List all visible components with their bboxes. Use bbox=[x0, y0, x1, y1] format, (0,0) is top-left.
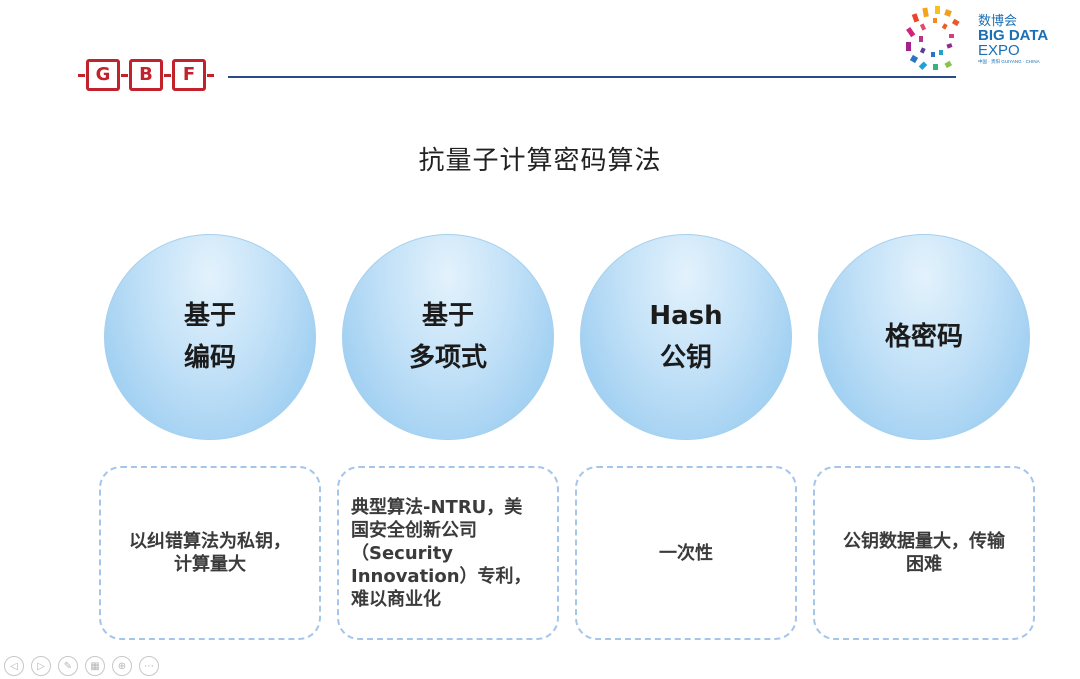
card-text: 公钥数据量大，传输 困难 bbox=[843, 531, 1005, 575]
slide-title: 抗量子计算密码算法 bbox=[418, 146, 662, 176]
pen-icon[interactable]: ✎ bbox=[58, 656, 78, 676]
circle-label: 格密码 bbox=[884, 322, 963, 352]
category-circle-lattice: 格密码 bbox=[818, 234, 1030, 440]
slides-icon[interactable]: ▦ bbox=[85, 656, 105, 676]
logo-dash bbox=[121, 73, 128, 77]
presentation-controls: ◁ ▷ ✎ ▦ ⊕ ⋯ bbox=[4, 656, 159, 676]
category-circle-hash: Hash 公钥 bbox=[580, 234, 792, 440]
logo-letter-g: G bbox=[86, 59, 120, 91]
logo-letter-b: B bbox=[129, 59, 163, 91]
expo-en-line2: EXPO bbox=[978, 42, 1020, 59]
prev-icon[interactable]: ◁ bbox=[4, 656, 24, 676]
description-card-polynomial: 典型算法-NTRU，美 国安全创新公司 （Security Innovation… bbox=[337, 466, 559, 640]
category-circle-coding: 基于 编码 bbox=[104, 234, 316, 440]
circle-label: 基于 编码 bbox=[183, 301, 236, 373]
more-icon[interactable]: ⋯ bbox=[139, 656, 159, 676]
card-text: 以纠错算法为私钥， 计算量大 bbox=[129, 531, 291, 575]
logo-dash bbox=[207, 73, 214, 77]
expo-location: 中国 · 贵阳 GUIYANG · CHINA bbox=[978, 59, 1040, 64]
circle-label: Hash 公钥 bbox=[649, 301, 723, 373]
next-icon[interactable]: ▷ bbox=[31, 656, 51, 676]
card-text: 一次性 bbox=[659, 542, 713, 564]
expo-logo-text: 数博会 BIG DATA EXPO 中国 · 贵阳 GUIYANG · CHIN… bbox=[978, 14, 1048, 65]
zoom-icon[interactable]: ⊕ bbox=[112, 656, 132, 676]
logo-letter-f: F bbox=[172, 59, 206, 91]
header-divider bbox=[228, 76, 956, 78]
expo-en-line1: BIG DATA bbox=[978, 27, 1049, 44]
gbf-logo: G B F bbox=[78, 59, 214, 91]
logo-dash bbox=[78, 73, 85, 77]
circle-label: 基于 多项式 bbox=[408, 301, 487, 373]
card-text: 典型算法-NTRU，美 国安全创新公司 （Security Innovation… bbox=[351, 496, 532, 610]
category-circle-polynomial: 基于 多项式 bbox=[342, 234, 554, 440]
description-card-hash: 一次性 bbox=[575, 466, 797, 640]
description-card-lattice: 公钥数据量大，传输 困难 bbox=[813, 466, 1035, 640]
logo-dash bbox=[164, 73, 171, 77]
description-card-coding: 以纠错算法为私钥， 计算量大 bbox=[99, 466, 321, 640]
big-data-expo-logo-icon bbox=[906, 6, 960, 70]
expo-cn-name: 数博会 bbox=[978, 13, 1018, 28]
